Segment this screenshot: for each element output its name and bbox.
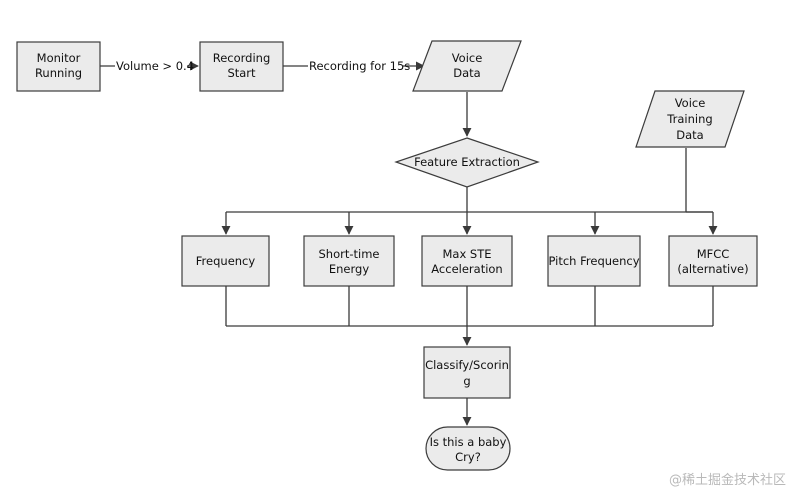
node-voice-data: Voice Data (412, 40, 522, 92)
node-short-time-energy: Short-time Energy (303, 235, 395, 287)
edge-label-bg (115, 58, 187, 74)
node-pitch-frequency: Pitch Frequency (547, 235, 641, 287)
node-monitor-line1: Monitor (37, 51, 81, 65)
node-mfcc-line1: MFCC (697, 247, 730, 261)
node-max-ste-line2: Acceleration (431, 262, 502, 276)
node-recording-start: Recording Start (199, 41, 284, 92)
node-energy-line1: Short-time (319, 247, 380, 261)
edge-label-bg (308, 58, 403, 74)
node-max-ste-acceleration: Max STE Acceleration (421, 235, 513, 287)
node-classify-line1: Classify/Scorin (425, 358, 509, 372)
node-classify-scoring: Classify/Scorin g (423, 346, 511, 399)
node-monitor-running: Monitor Running (16, 41, 101, 92)
node-frequency-label: Frequency (196, 254, 256, 268)
node-frequency: Frequency (181, 235, 270, 287)
node-training-line2: Training (666, 112, 712, 126)
node-voice-data-line2: Data (453, 66, 480, 80)
node-classify-line2: g (463, 374, 470, 388)
node-is-baby-cry: Is this a baby Cry? (425, 426, 511, 471)
watermark: @稀土掘金技术社区 (669, 472, 786, 488)
node-feature-extraction: Feature Extraction (394, 137, 540, 188)
edge-label-volume: Volume > 0.4 (116, 59, 194, 73)
node-training-line3: Data (676, 128, 703, 142)
node-mfcc-line2: (alternative) (677, 262, 748, 276)
node-decision-line2: Cry? (455, 450, 481, 464)
connectors (100, 61, 718, 426)
node-energy-line2: Energy (329, 262, 369, 276)
node-pitch-label: Pitch Frequency (548, 254, 639, 268)
edge-label-recording-duration: Recording for 15s (309, 59, 410, 73)
node-recording-line2: Start (227, 66, 256, 80)
node-voice-data-line1: Voice (452, 51, 483, 65)
node-training-line1: Voice (675, 96, 706, 110)
node-recording-line1: Recording (213, 51, 271, 65)
node-decision-line1: Is this a baby (430, 435, 507, 449)
node-feature-extraction-label: Feature Extraction (414, 155, 520, 169)
node-voice-training-data: Voice Training Data (635, 90, 745, 148)
node-max-ste-line1: Max STE (442, 247, 491, 261)
node-monitor-line2: Running (35, 66, 82, 80)
node-mfcc: MFCC (alternative) (668, 235, 758, 287)
